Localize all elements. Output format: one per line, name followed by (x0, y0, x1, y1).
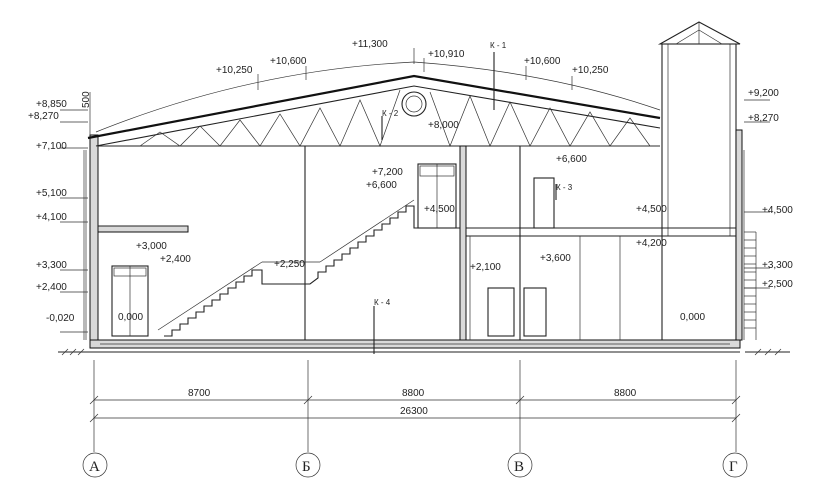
level-0000-right: 0,000 (680, 312, 705, 323)
level-roof-10250-right: +10,250 (572, 65, 609, 76)
level-left-4100: +4,100 (36, 212, 67, 223)
level-roof-10600-left: +10,600 (270, 56, 307, 67)
tower-roof (657, 21, 741, 45)
levels-right: +9,200 +8,270 +4,500 +3,300 +2,500 (744, 88, 793, 290)
level-left-2400: +2,400 (36, 282, 67, 293)
level-left-0020: -0,020 (46, 313, 75, 324)
levels-left: +8,850 +8,270 +7,100 +5,100 +4,100 +3,30… (28, 91, 92, 333)
level-2400-door: +2,400 (160, 254, 191, 265)
level-roof-10910: +10,910 (428, 49, 465, 60)
level-7200: +7,200 (372, 167, 403, 178)
dim-span-v-g: 8800 (614, 388, 637, 399)
levels-interior: +8,000 +7,200 +6,600 +4,500 +6,600 +4,50… (118, 120, 705, 323)
level-roof-10600-right: +10,600 (524, 56, 561, 67)
cut-mark-k3: К - 3 (556, 183, 573, 192)
axis-bubble-a (82, 452, 108, 478)
level-left-8270: +8,270 (28, 111, 59, 122)
level-right-3300: +3,300 (762, 260, 793, 271)
dim-total: 26300 (400, 406, 428, 417)
grid-axes: А Б В Г (82, 452, 748, 478)
main-staircase (157, 199, 460, 337)
level-right-4500: +4,500 (762, 205, 793, 216)
doors (111, 163, 555, 337)
level-right-8270: +8,270 (748, 113, 779, 124)
roof-trusses (139, 89, 651, 147)
axis-label-g: Г (729, 459, 738, 475)
level-6600-stair: +6,600 (366, 180, 397, 191)
level-2100: +2,100 (470, 262, 501, 273)
dim-span-b-v: 8800 (402, 388, 425, 399)
axis-bubble-b (295, 452, 321, 478)
level-3600: +3,600 (540, 253, 571, 264)
round-window (401, 91, 427, 117)
cut-marks: К - 1 К - 2 К - 3 К - 4 (373, 41, 573, 354)
level-8000: +8,000 (428, 120, 459, 131)
level-left-dimension: 500 (81, 91, 92, 108)
axis-label-v: В (514, 459, 524, 475)
level-3000: +3,000 (136, 241, 167, 252)
cut-mark-k4: К - 4 (374, 298, 391, 307)
level-2250: +2,250 (274, 259, 305, 270)
level-4200: +4,200 (636, 238, 667, 249)
cut-mark-k2: К - 2 (382, 109, 399, 118)
level-6600-room: +6,600 (556, 154, 587, 165)
cut-mark-k1: К - 1 (490, 41, 507, 50)
level-right-2500: +2,500 (762, 279, 793, 290)
level-0000-left: 0,000 (118, 312, 143, 323)
level-roof-10250-left: +10,250 (216, 65, 253, 76)
level-left-7100: +7,100 (36, 141, 67, 152)
exterior-stair-right (744, 231, 757, 340)
level-roof-11300: +11,300 (352, 39, 388, 50)
dim-span-a-b: 8700 (188, 388, 211, 399)
floor-slab (89, 339, 741, 353)
level-left-8850: +8,850 (36, 99, 67, 110)
left-exterior-wall (83, 134, 99, 341)
axis-bubble-v (507, 452, 533, 478)
dimension-lines: 8700 8800 8800 26300 (89, 360, 741, 452)
level-4500-room: +4,500 (636, 204, 667, 215)
level-left-3300: +3,300 (36, 260, 67, 271)
axis-label-a: А (89, 459, 100, 475)
level-right-9200: +9,200 (748, 88, 779, 99)
level-left-5100: +5,100 (36, 188, 67, 199)
axis-label-b: Б (302, 459, 311, 475)
partition-walls (304, 145, 660, 341)
ground-line (58, 348, 790, 356)
level-4500-landing: +4,500 (424, 204, 455, 215)
right-tower-wall (661, 43, 745, 341)
axis-bubble-g (722, 452, 748, 478)
levels-roof: +10,250 +10,600 +11,300 +10,910 +10,600 … (216, 39, 609, 90)
